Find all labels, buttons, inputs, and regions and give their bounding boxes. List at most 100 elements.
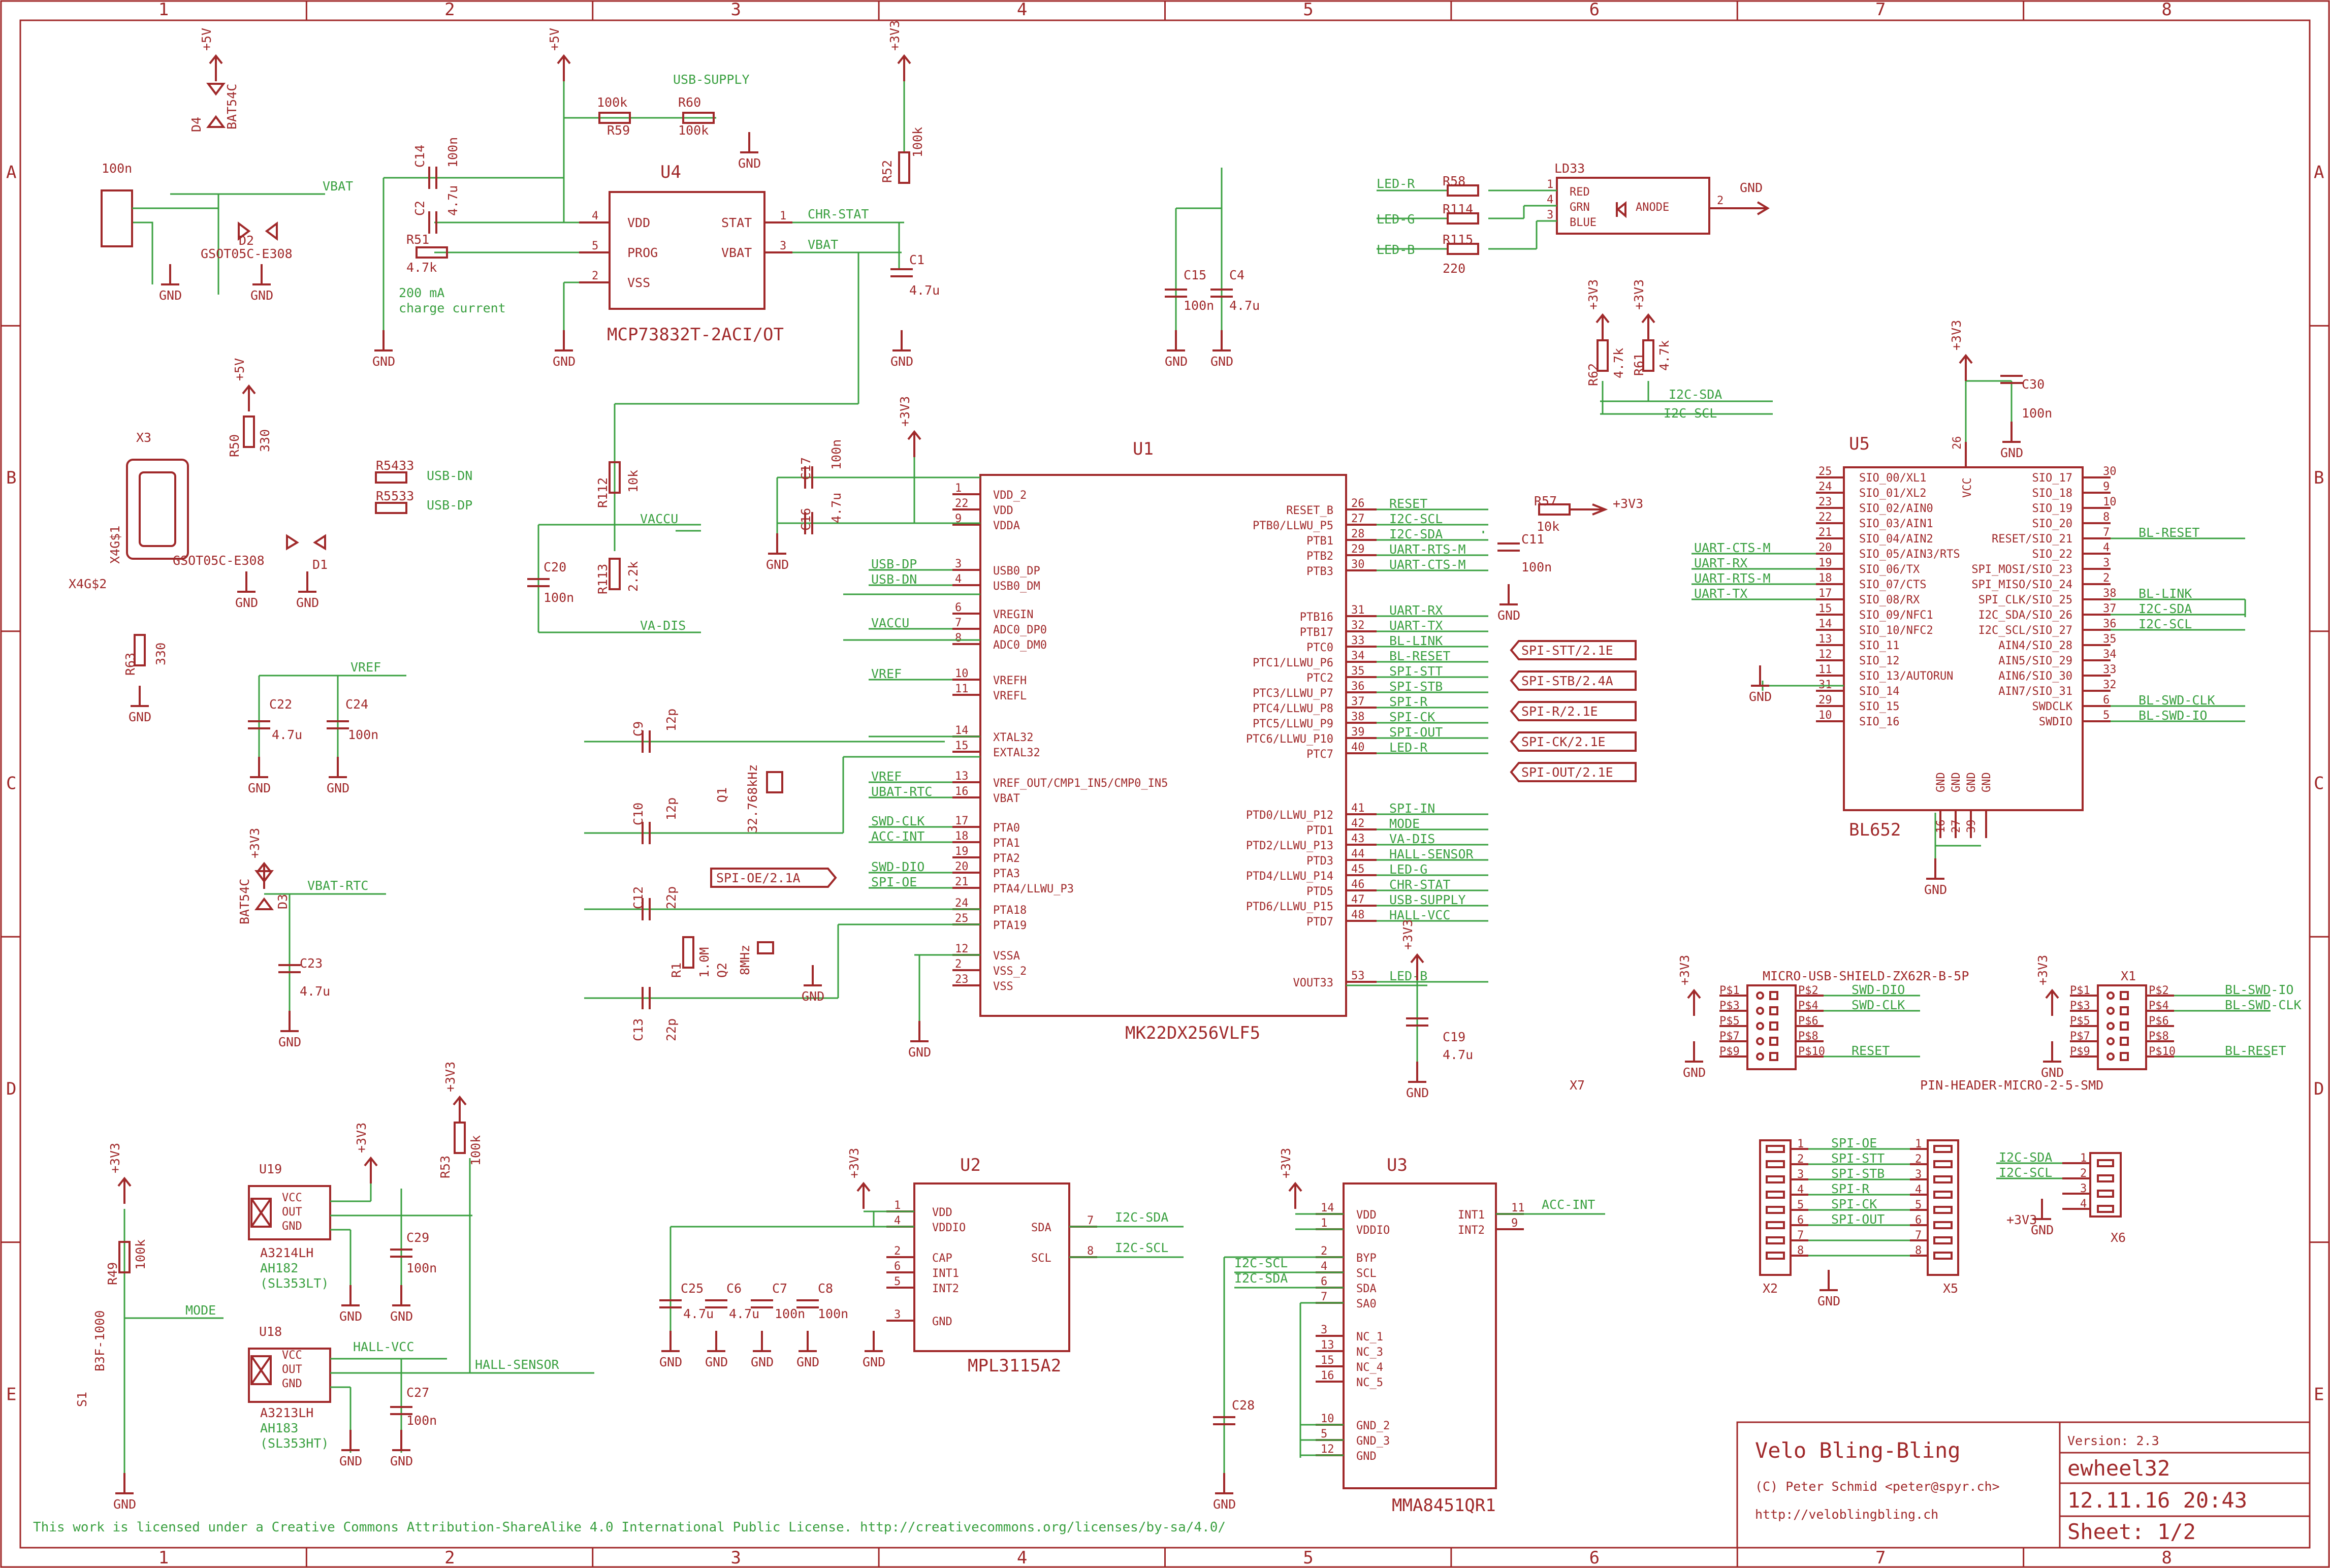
- usb-connector: X3 X4G$2 X4G$1: [69, 430, 189, 591]
- u1-left-net-label: SPI-OE: [871, 875, 917, 889]
- u1-pin-number: 31: [1351, 604, 1365, 617]
- svg-text:I2C-SCL: I2C-SCL: [1664, 406, 1717, 421]
- svg-text:X3: X3: [136, 430, 151, 445]
- u1-net-label: HALL-VCC: [1389, 908, 1450, 922]
- supply-symbol: +3V3: [847, 1148, 861, 1178]
- col-label-bottom-2: 2: [444, 1548, 455, 1568]
- svg-text:100n: 100n: [406, 1261, 437, 1275]
- sheet-text: Sheet: 1/2: [2067, 1519, 2196, 1544]
- u1-refdes: U1: [1133, 439, 1154, 459]
- u1-pin-number: 32: [1351, 619, 1365, 632]
- svg-text:4: 4: [592, 210, 598, 222]
- svg-text:GSOT05C-E308: GSOT05C-E308: [173, 553, 265, 568]
- svg-text:VBAT-RTC: VBAT-RTC: [307, 878, 368, 893]
- svg-text:100k: 100k: [678, 123, 709, 138]
- svg-text:BLUE: BLUE: [1570, 216, 1597, 229]
- header-pin-right: P$8: [2149, 1030, 2169, 1043]
- svg-text:C23: C23: [300, 956, 323, 971]
- offpage-connector: SPI-OE/2.1A: [716, 871, 801, 885]
- svg-text:VDD: VDD: [627, 215, 650, 230]
- svg-text:100k: 100k: [597, 95, 627, 110]
- u1-net-label: UART-RTS-M: [1389, 542, 1466, 557]
- u1-pin-number: 8: [955, 632, 962, 645]
- u5-pin-name: SIO_02/AIN0: [1859, 502, 1933, 515]
- u5-pin-name: SIO_11: [1859, 639, 1899, 652]
- u5-pin-number: 3: [2103, 557, 2110, 569]
- u2-value: MPL3115A2: [968, 1356, 1061, 1376]
- u1-pin-number: 34: [1351, 650, 1365, 662]
- u1-pin-number: 28: [1351, 528, 1365, 540]
- u5-pin-name: SIO_18: [2032, 487, 2072, 500]
- gnd-symbol: GND: [1165, 354, 1188, 369]
- u1-pin-name: PTC3/LLWU_P7: [1253, 687, 1333, 700]
- svg-text:CHR-STAT: CHR-STAT: [808, 207, 869, 221]
- gnd-symbol: GND: [705, 1355, 728, 1369]
- svg-text:100n: 100n: [775, 1306, 805, 1321]
- u1-pin-name: USB0_DM: [993, 580, 1040, 593]
- svg-text:3: 3: [780, 240, 786, 252]
- x5x6-net: SPI-STB: [1831, 1166, 1885, 1181]
- gnd-symbol: GND: [250, 288, 273, 303]
- svg-text:C24: C24: [345, 697, 368, 712]
- date-text: 12.11.16 20:43: [2067, 1488, 2247, 1513]
- u1-pin-number: 53: [1351, 970, 1365, 982]
- u1-pin-name: VSS: [993, 980, 1013, 993]
- svg-text:ANODE: ANODE: [1636, 201, 1669, 214]
- u1-pin-number: 37: [1351, 695, 1365, 708]
- svg-text:LED-G: LED-G: [1377, 212, 1415, 227]
- u5-pin-name: SPI_MISO/SIO_24: [1971, 579, 2072, 591]
- svg-text:100k: 100k: [910, 127, 925, 157]
- svg-text:100n: 100n: [818, 1306, 848, 1321]
- gnd-symbol: GND: [248, 781, 271, 795]
- u1-pin-number: 38: [1351, 711, 1365, 723]
- u5-gnd-label: GND: [1981, 772, 1993, 792]
- svg-text:B3F-1000: B3F-1000: [92, 1310, 107, 1371]
- svg-text:R5533: R5533: [376, 489, 414, 503]
- svg-text:I2C-SCL: I2C-SCL: [1115, 1240, 1168, 1255]
- supply-symbol: +5V: [547, 28, 562, 51]
- u1-pin-number: 7: [955, 617, 962, 629]
- u3-pin-number: 2: [1321, 1245, 1327, 1258]
- supply-r57: +3V3: [1613, 496, 1643, 511]
- u3-pin-name: SA0: [1356, 1298, 1377, 1310]
- u1-pin-number: 47: [1351, 893, 1365, 906]
- svg-text:C7: C7: [772, 1281, 787, 1296]
- u5-pin-name: RESET/SIO_21: [1992, 533, 2072, 546]
- svg-text:3: 3: [1547, 209, 1553, 221]
- svg-text:PIN-HEADER-MICRO-2-5-SMD: PIN-HEADER-MICRO-2-5-SMD: [1920, 1078, 2103, 1093]
- u5-pin-name: SIO_14: [1859, 685, 1899, 698]
- svg-text:GND: GND: [282, 1220, 302, 1233]
- u5-pin-name: SIO_22: [2032, 548, 2072, 561]
- u1-pin-name: PTA18: [993, 904, 1027, 917]
- u1-pin-name: PTA0: [993, 822, 1020, 835]
- svg-text:C16: C16: [799, 508, 813, 531]
- u1-pin-number: 18: [955, 830, 969, 843]
- gnd-symbol: GND: [890, 354, 913, 369]
- u1-pin-name: PTD2/LLWU_P13: [1246, 840, 1333, 852]
- svg-text:R58: R58: [1443, 174, 1465, 188]
- svg-text:2: 2: [592, 270, 598, 282]
- row-label-right-C: C: [2314, 774, 2324, 794]
- svg-text:R57: R57: [1534, 494, 1557, 508]
- u1-pin-number: 2: [955, 958, 962, 971]
- u1-pin-name: PTC1/LLWU_P6: [1253, 657, 1333, 669]
- u1-net-label: HALL-SENSOR: [1389, 847, 1474, 861]
- u5-pin-number: 12: [1818, 648, 1832, 661]
- u5-value: BL652: [1849, 820, 1901, 840]
- url-text: http://veloblingbling.ch: [1755, 1507, 1938, 1522]
- u3-pin-number: 11: [1511, 1202, 1525, 1214]
- gnd-symbol: GND: [1683, 1065, 1706, 1080]
- u1-pin-name: EXTAL32: [993, 747, 1040, 759]
- x7-pin: 2: [2080, 1167, 2087, 1180]
- col-label-5: 5: [1303, 0, 1313, 20]
- title-text: Velo Bling-Bling: [1755, 1438, 1961, 1463]
- gnd-symbol: GND: [113, 1497, 136, 1512]
- u1-pin-name: VSS_2: [993, 965, 1027, 978]
- u1-pin-name: PTA1: [993, 837, 1020, 850]
- ld33-refdes: LD33: [1554, 161, 1585, 176]
- u1-net-label: UART-RX: [1389, 603, 1443, 618]
- u5-pin-number: 11: [1818, 663, 1832, 676]
- svg-text:1: 1: [1547, 178, 1553, 191]
- offpage-connector: SPI-STT/2.1E: [1521, 643, 1613, 658]
